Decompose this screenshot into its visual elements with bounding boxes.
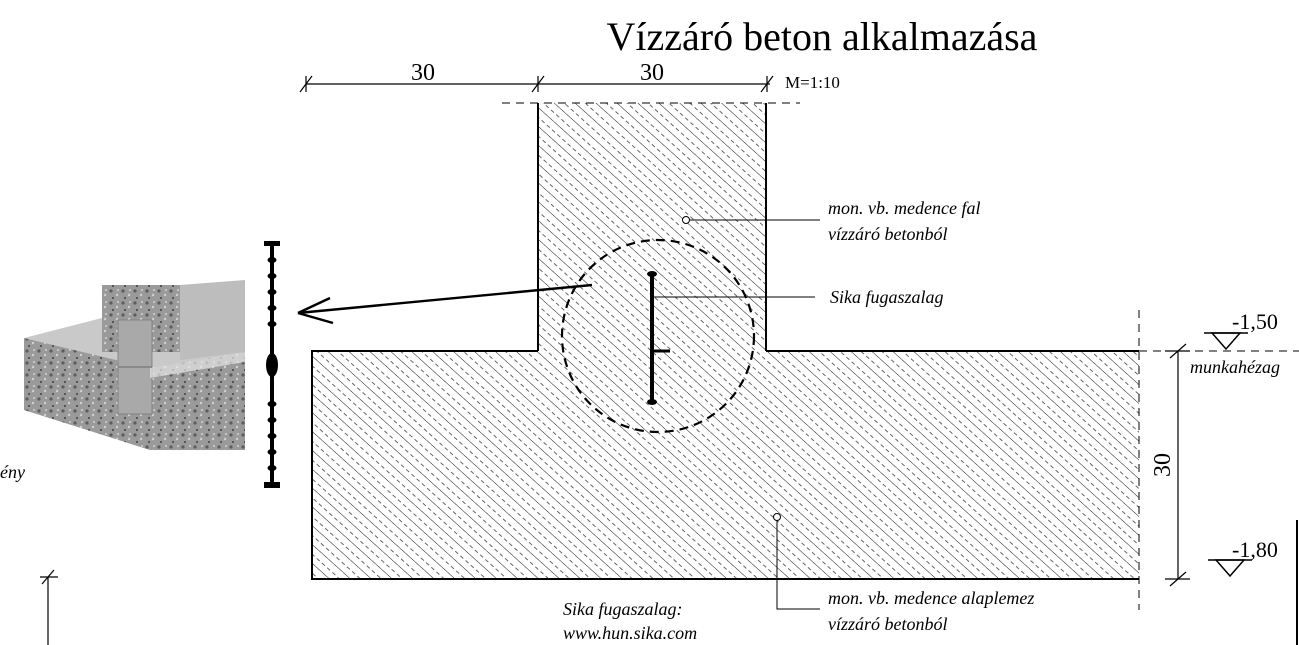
dimension-slab-thickness: 30 (1150, 453, 1176, 477)
detail-arrow (297, 283, 593, 325)
level-bottom-label: -1,80 (1232, 537, 1278, 562)
slab-label-line2: vízzáró betonból (828, 614, 948, 634)
wall-label-line1: mon. vb. medence fal (828, 198, 980, 218)
level-marker-top (1204, 332, 1248, 351)
source-label-line2: www.hun.sika.com (563, 623, 697, 643)
drawing-title: Vízzáró beton alkalmazása (607, 14, 1038, 59)
slab-leader-dot (773, 513, 781, 521)
level-marker-bottom (1208, 559, 1252, 578)
work-joint-label: munkahézag (1190, 357, 1280, 377)
waterstop-profile (264, 241, 280, 488)
waterstop-label: Sika fugaszalag (830, 287, 944, 307)
slab-thickness-dimension (1165, 343, 1190, 587)
left-dimension-fragment (40, 569, 58, 645)
left-edge-fragment: ény (0, 462, 25, 482)
waterstop-3d-illustration (24, 280, 245, 450)
scale-label: M=1:10 (785, 73, 840, 92)
level-top-label: -1,50 (1232, 309, 1278, 334)
wall-label-line2: vízzáró betonból (828, 224, 948, 244)
slab-outline (311, 350, 1139, 580)
waterstop-section (647, 271, 670, 405)
top-dimension (299, 75, 774, 93)
dimension-left: 30 (411, 60, 435, 86)
dimension-wall: 30 (640, 60, 664, 86)
slab-label-line1: mon. vb. medence alaplemez (828, 588, 1034, 608)
base-slab (312, 351, 1139, 579)
detail-circle (560, 238, 756, 434)
wall-leader-dot (682, 216, 690, 224)
slab-leader (776, 521, 820, 610)
source-label-line1: Sika fugaszalag: (563, 599, 683, 619)
